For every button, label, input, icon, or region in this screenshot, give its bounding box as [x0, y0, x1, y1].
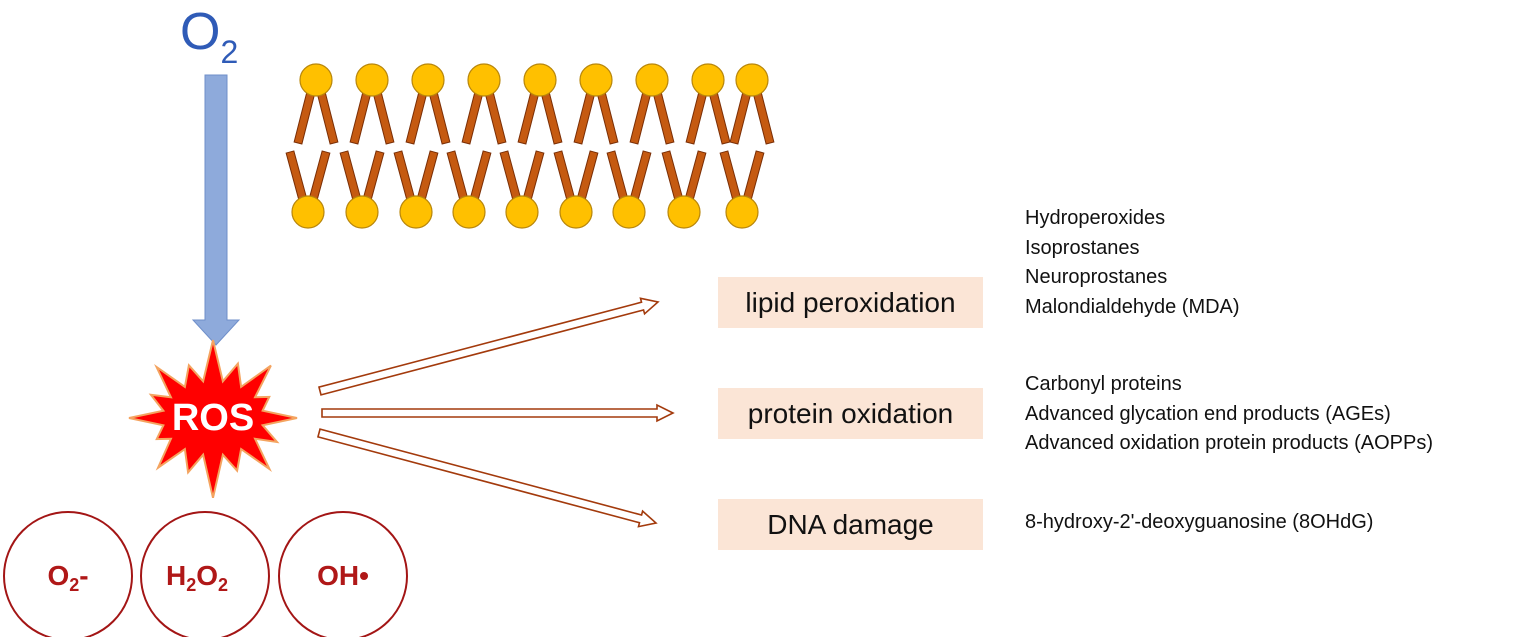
- protein-oxidation-markers: Carbonyl proteins Advanced glycation end…: [1025, 370, 1433, 459]
- lipid-tail: [461, 90, 484, 145]
- lipid-tail: [285, 150, 308, 202]
- hydrogen-peroxide-label: H2O2: [165, 560, 229, 595]
- lipid-head: [452, 195, 486, 229]
- ros-starburst-icon: [128, 339, 298, 499]
- lipid-head: [667, 195, 701, 229]
- lipid-tail: [416, 150, 439, 202]
- marker-item: Advanced glycation end products (AGEs): [1025, 402, 1391, 425]
- lipid-tail: [652, 90, 675, 145]
- lipid-tail: [372, 90, 395, 145]
- marker-item: Neuroprostanes: [1025, 266, 1168, 288]
- lipid-tail: [362, 150, 385, 202]
- lipid-tail: [661, 150, 684, 202]
- dna-damage-markers: 8-hydroxy-2'-deoxyguanosine (8OHdG): [1025, 508, 1373, 538]
- oxygen-down-arrow: [191, 74, 241, 346]
- marker-item: Carbonyl proteins: [1025, 373, 1182, 395]
- lipid-head: [559, 195, 593, 229]
- marker-item: Advanced oxidation protein products (AOP…: [1025, 432, 1433, 454]
- lipid-tail: [742, 150, 765, 202]
- oxygen-label: O2: [180, 3, 239, 70]
- lipid-tail: [719, 150, 742, 202]
- lipid-tail: [629, 150, 652, 202]
- marker-item: 8-hydroxy-2'-deoxyguanosine (8OHdG): [1025, 511, 1374, 533]
- arrow-to-dna-damage: [316, 428, 658, 528]
- lipid-tail: [316, 90, 339, 145]
- lipid-head: [735, 63, 769, 97]
- marker-item: Malondialdehyde (MDA): [1025, 295, 1240, 318]
- lipid-tail: [576, 150, 599, 202]
- lipid-tail: [708, 90, 731, 145]
- lipid-head: [291, 195, 325, 229]
- lipid-tail: [293, 90, 316, 145]
- arrow-to-lipid-peroxidation: [318, 297, 660, 396]
- lipid-bilayer: [285, 63, 775, 229]
- lipid-tail: [573, 90, 596, 145]
- hydrogen-peroxide-circle: [140, 511, 270, 637]
- hydroxyl-radical-circle: [278, 511, 408, 637]
- lipid-head: [691, 63, 725, 97]
- dna-damage-box: DNA damage: [718, 499, 983, 550]
- lipid-tail: [629, 90, 652, 145]
- lipid-tail: [349, 90, 372, 145]
- superoxide-circle: [3, 511, 133, 637]
- lipid-head: [467, 63, 501, 97]
- lipid-tail: [684, 150, 707, 202]
- lipid-head: [635, 63, 669, 97]
- lipid-tail: [308, 150, 331, 202]
- lipid-tail: [522, 150, 545, 202]
- lipid-head: [505, 195, 539, 229]
- lipid-tail: [339, 150, 362, 202]
- lipid-head: [355, 63, 389, 97]
- lipid-tail: [428, 90, 451, 145]
- lipid-tail: [393, 150, 416, 202]
- lipid-tail: [553, 150, 576, 202]
- lipid-head: [579, 63, 613, 97]
- lipid-head: [411, 63, 445, 97]
- lipid-tail: [596, 90, 619, 145]
- lipid-tail: [517, 90, 540, 145]
- lipid-head: [725, 195, 759, 229]
- superoxide-label: O2-: [47, 560, 89, 595]
- hydroxyl-radical-label: OH•: [317, 560, 369, 591]
- arrow-to-protein-oxidation: [321, 403, 675, 423]
- lipid-tail: [469, 150, 492, 202]
- protein-oxidation-box: protein oxidation: [718, 388, 983, 439]
- ros-label: ROS: [171, 397, 255, 439]
- lipid-peroxidation-markers: Hydroperoxides Isoprostanes Neuroprostan…: [1025, 204, 1240, 322]
- lipid-head: [399, 195, 433, 229]
- lipid-head: [299, 63, 333, 97]
- lipid-tail: [752, 90, 775, 145]
- lipid-tail: [499, 150, 522, 202]
- lipid-tail: [540, 90, 563, 145]
- lipid-tail: [685, 90, 708, 145]
- lipid-tail: [729, 90, 752, 145]
- lipid-tail: [405, 90, 428, 145]
- lipid-tail: [606, 150, 629, 202]
- marker-item: Isoprostanes: [1025, 236, 1140, 259]
- lipid-tail: [484, 90, 507, 145]
- lipid-tail: [446, 150, 469, 202]
- lipid-head: [345, 195, 379, 229]
- marker-item: Hydroperoxides: [1025, 207, 1166, 229]
- lipid-head: [612, 195, 646, 229]
- lipid-head: [523, 63, 557, 97]
- lipid-peroxidation-box: lipid peroxidation: [718, 277, 983, 328]
